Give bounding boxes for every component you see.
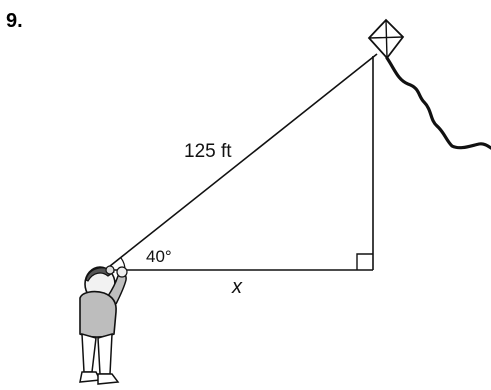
base-label: x [231,276,243,298]
angle-label: 40° [146,247,172,266]
problem-number: 9. [6,10,23,32]
right-angle-marker [356,253,373,270]
hypotenuse-label: 125 ft [184,141,232,162]
person-figure [79,265,128,385]
hypotenuse-line [104,53,378,271]
kite-icon [367,18,491,150]
